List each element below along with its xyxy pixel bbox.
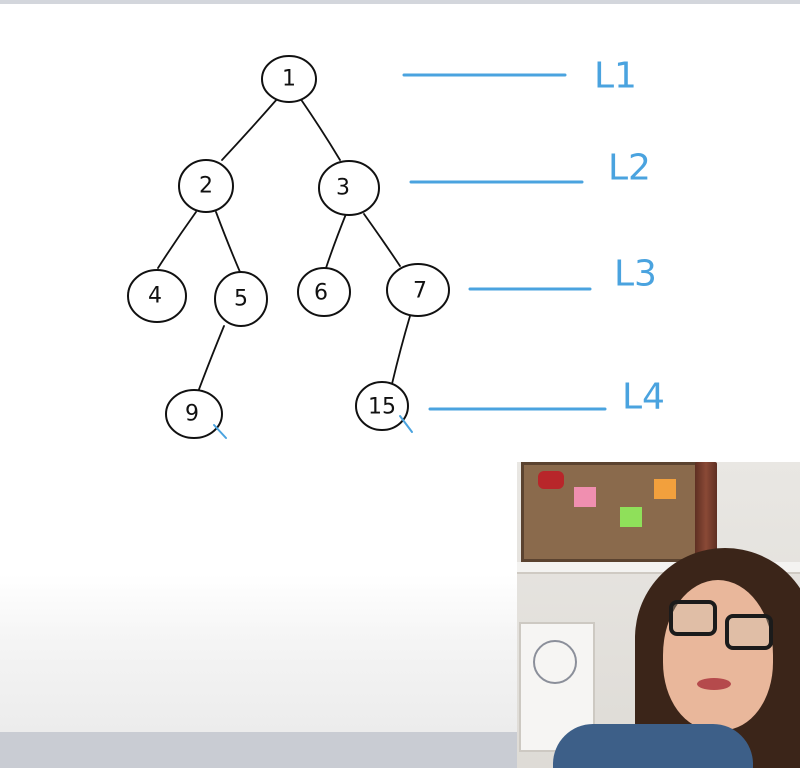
webcam-lamp <box>695 462 717 564</box>
tree-node-3: 3 <box>318 160 380 216</box>
edge-7-15 <box>391 315 411 385</box>
svg-text:2: 2 <box>199 174 213 199</box>
svg-text:3: 3 <box>336 176 350 201</box>
leaf-tick-15 <box>399 415 413 433</box>
tree-node-1: 1 <box>261 55 317 103</box>
presenter-lips <box>697 678 731 690</box>
svg-text:4: 4 <box>148 284 162 309</box>
tree-node-6: 6 <box>297 267 351 317</box>
level-label-3: L3 <box>614 254 657 295</box>
svg-text:6: 6 <box>314 281 328 306</box>
top-strip <box>0 0 800 4</box>
sticky-note-orange <box>654 479 676 499</box>
edge-1-2 <box>221 97 279 161</box>
tree-node-2: 2 <box>178 159 234 213</box>
glasses-right-lens <box>725 614 773 650</box>
level-label-1: L1 <box>594 56 637 97</box>
edge-5-9 <box>197 325 225 393</box>
webcam-picture-frame <box>519 622 595 752</box>
level-label-4: L4 <box>622 377 665 418</box>
presenter-face <box>663 580 773 730</box>
edge-3-7 <box>363 213 401 267</box>
glasses-left-lens <box>669 600 717 636</box>
edge-1-3 <box>299 97 341 161</box>
edge-2-4 <box>157 211 197 269</box>
level-label-2: L2 <box>608 148 651 189</box>
tree-node-4: 4 <box>127 269 187 323</box>
edge-2-5 <box>215 211 241 273</box>
webcam-corkboard <box>521 462 713 562</box>
sticky-note-green <box>620 507 642 527</box>
presenter-shirt <box>553 724 753 768</box>
svg-text:15: 15 <box>368 395 396 420</box>
svg-text:1: 1 <box>282 67 296 92</box>
tree-node-9: 9 <box>165 389 223 439</box>
leaf-tick-9 <box>213 424 227 439</box>
svg-text:9: 9 <box>185 402 199 427</box>
tree-node-5: 5 <box>214 271 268 327</box>
svg-text:5: 5 <box>234 287 248 312</box>
bow-decoration <box>538 471 564 489</box>
sticky-note-pink <box>574 487 596 507</box>
tree-node-15: 15 <box>355 381 409 431</box>
svg-text:7: 7 <box>413 279 427 304</box>
presenter-webcam <box>517 462 800 768</box>
tree-node-7: 7 <box>386 263 450 317</box>
dreamcatcher-icon <box>533 640 577 684</box>
edge-3-6 <box>325 213 347 269</box>
